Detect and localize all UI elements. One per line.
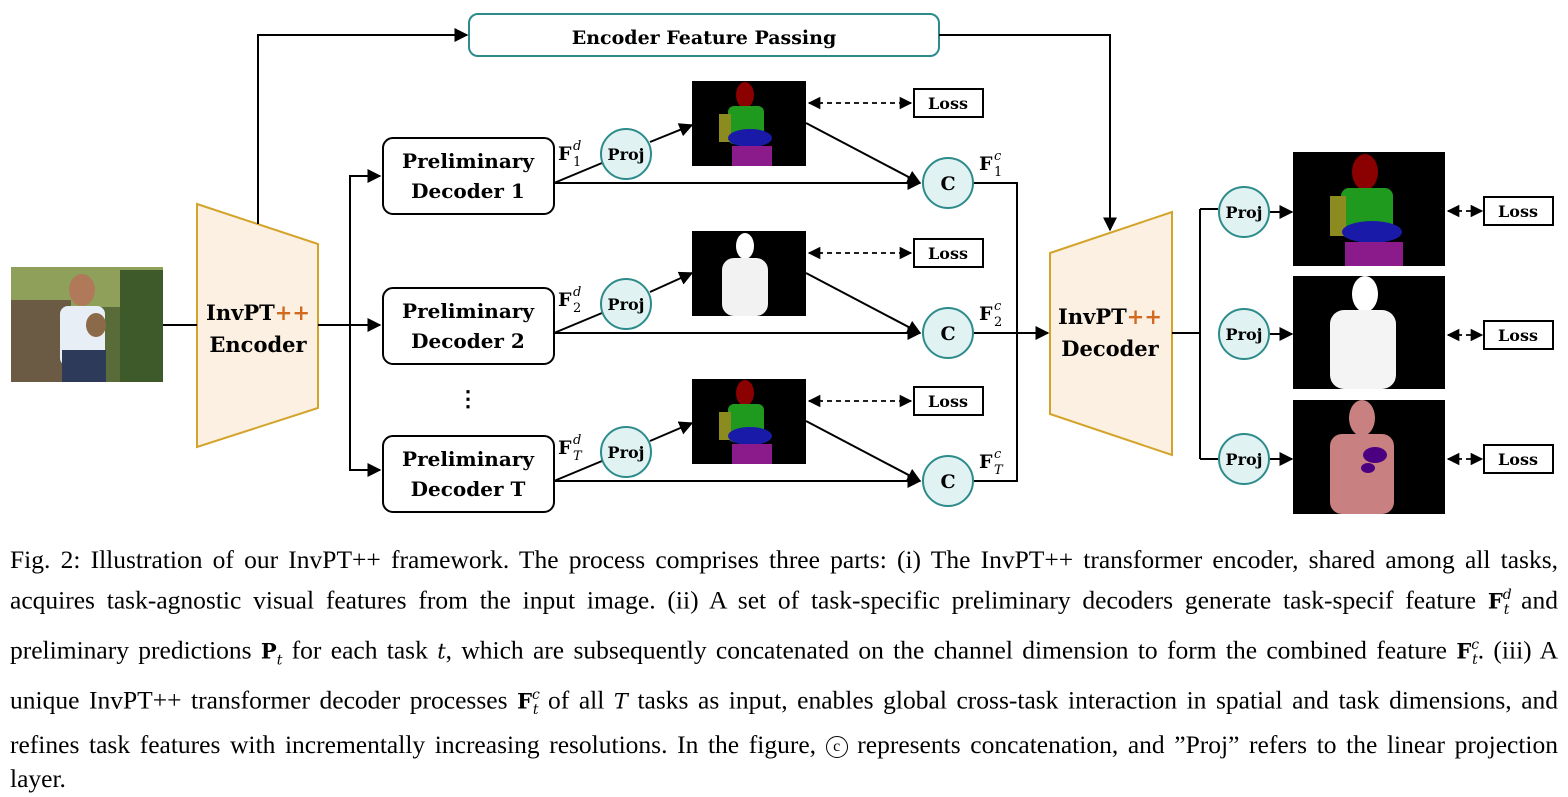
final-proj-node-2: Proj bbox=[1218, 308, 1270, 360]
svg-text:2: 2 bbox=[573, 301, 581, 316]
svg-text:Loss: Loss bbox=[928, 244, 968, 263]
connectors bbox=[163, 28, 1294, 488]
svg-text:Proj: Proj bbox=[608, 295, 645, 314]
svg-text:F: F bbox=[558, 437, 572, 459]
loss-box-t: Loss bbox=[913, 386, 984, 416]
svg-text:F: F bbox=[979, 153, 993, 175]
encoder-block bbox=[196, 202, 319, 449]
input-image bbox=[11, 267, 163, 382]
encoder-label: InvPT++ bbox=[206, 300, 310, 325]
concat-node-t: C bbox=[922, 455, 974, 507]
final-proj-node-3: Proj bbox=[1218, 433, 1270, 485]
feature-d-label-t: F d T bbox=[558, 433, 583, 464]
preliminary-decoder-t: Preliminary Decoder T bbox=[382, 435, 555, 513]
svg-text:Decoder 2: Decoder 2 bbox=[411, 329, 525, 353]
preliminary-decoder-1: Preliminary Decoder 1 bbox=[382, 137, 555, 215]
svg-text:c: c bbox=[994, 149, 1002, 164]
svg-text:Loss: Loss bbox=[1498, 202, 1538, 221]
svg-text:F: F bbox=[979, 303, 993, 325]
decoder-label: InvPT++ bbox=[1058, 304, 1162, 329]
feature-c-label-t: F c T bbox=[979, 447, 1004, 478]
svg-text:d: d bbox=[573, 433, 581, 448]
svg-text:c: c bbox=[994, 447, 1002, 462]
proj-node-2: Proj bbox=[600, 278, 652, 330]
svg-text:d: d bbox=[573, 139, 581, 154]
svg-text:Loss: Loss bbox=[928, 94, 968, 113]
final-proj-node-1: Proj bbox=[1218, 186, 1270, 238]
final-prediction-saliency bbox=[1293, 276, 1445, 389]
svg-text:Loss: Loss bbox=[1498, 326, 1538, 345]
svg-text:Proj: Proj bbox=[1226, 203, 1263, 222]
svg-text:Decoder 1: Decoder 1 bbox=[411, 179, 525, 203]
final-loss-box-1: Loss bbox=[1483, 196, 1554, 226]
svg-text:F: F bbox=[979, 451, 993, 473]
prediction-segmentation-t bbox=[692, 379, 806, 464]
svg-text:Preliminary: Preliminary bbox=[402, 149, 535, 173]
svg-text:d: d bbox=[573, 285, 581, 300]
svg-text:2: 2 bbox=[994, 315, 1002, 330]
decoder-block bbox=[1049, 210, 1173, 457]
svg-text:Proj: Proj bbox=[1226, 325, 1263, 344]
loss-connectors bbox=[807, 96, 1484, 466]
feature-d-label-2: F d 2 bbox=[558, 285, 581, 316]
svg-text:C: C bbox=[940, 471, 955, 493]
proj-node-1: Proj bbox=[600, 128, 652, 180]
svg-text:F: F bbox=[558, 289, 572, 311]
decoder-role-label: Decoder bbox=[1061, 336, 1159, 361]
concat-node-2: C bbox=[922, 307, 974, 359]
feature-c-label-1: F c 1 bbox=[979, 149, 1002, 180]
svg-text:1: 1 bbox=[573, 155, 581, 170]
svg-text:Proj: Proj bbox=[1226, 450, 1263, 469]
svg-text:C: C bbox=[940, 323, 955, 345]
svg-text:Loss: Loss bbox=[928, 392, 968, 411]
loss-box-1: Loss bbox=[913, 88, 984, 118]
svg-text:Decoder T: Decoder T bbox=[411, 477, 526, 501]
concat-node-1: C bbox=[922, 157, 974, 209]
feature-d-label-1: F d 1 bbox=[558, 139, 581, 170]
final-loss-box-2: Loss bbox=[1483, 320, 1554, 350]
feature-c-label-2: F c 2 bbox=[979, 299, 1002, 330]
final-prediction-human-parts bbox=[1293, 400, 1445, 514]
svg-text:1: 1 bbox=[994, 165, 1002, 180]
prediction-segmentation-1 bbox=[692, 81, 806, 166]
svg-text:Proj: Proj bbox=[608, 145, 645, 164]
svg-text:c: c bbox=[994, 299, 1002, 314]
prediction-saliency-2 bbox=[692, 231, 806, 316]
figure-caption: Fig. 2: Illustration of our InvPT++ fram… bbox=[10, 545, 1559, 794]
concat-symbol: c bbox=[825, 735, 848, 758]
svg-text:Loss: Loss bbox=[1498, 450, 1538, 469]
svg-text:Preliminary: Preliminary bbox=[402, 299, 535, 323]
svg-text:Proj: Proj bbox=[608, 443, 645, 462]
svg-text:T: T bbox=[573, 449, 583, 464]
encoder-role-label: Encoder bbox=[209, 332, 307, 357]
framework-diagram: InvPT++ Encoder InvPT++ Decoder Encoder … bbox=[11, 13, 1554, 514]
svg-text:F: F bbox=[558, 143, 572, 165]
final-prediction-segmentation bbox=[1293, 152, 1445, 266]
encoder-feature-passing-label: Encoder Feature Passing bbox=[572, 27, 837, 49]
ellipsis: ⋮ bbox=[457, 386, 479, 412]
final-loss-box-3: Loss bbox=[1483, 444, 1554, 474]
preliminary-decoder-2: Preliminary Decoder 2 bbox=[382, 287, 555, 365]
proj-node-t: Proj bbox=[600, 426, 652, 478]
svg-text:T: T bbox=[994, 463, 1004, 478]
loss-box-2: Loss bbox=[913, 238, 984, 268]
svg-text:C: C bbox=[940, 173, 955, 195]
svg-text:Preliminary: Preliminary bbox=[402, 447, 535, 471]
